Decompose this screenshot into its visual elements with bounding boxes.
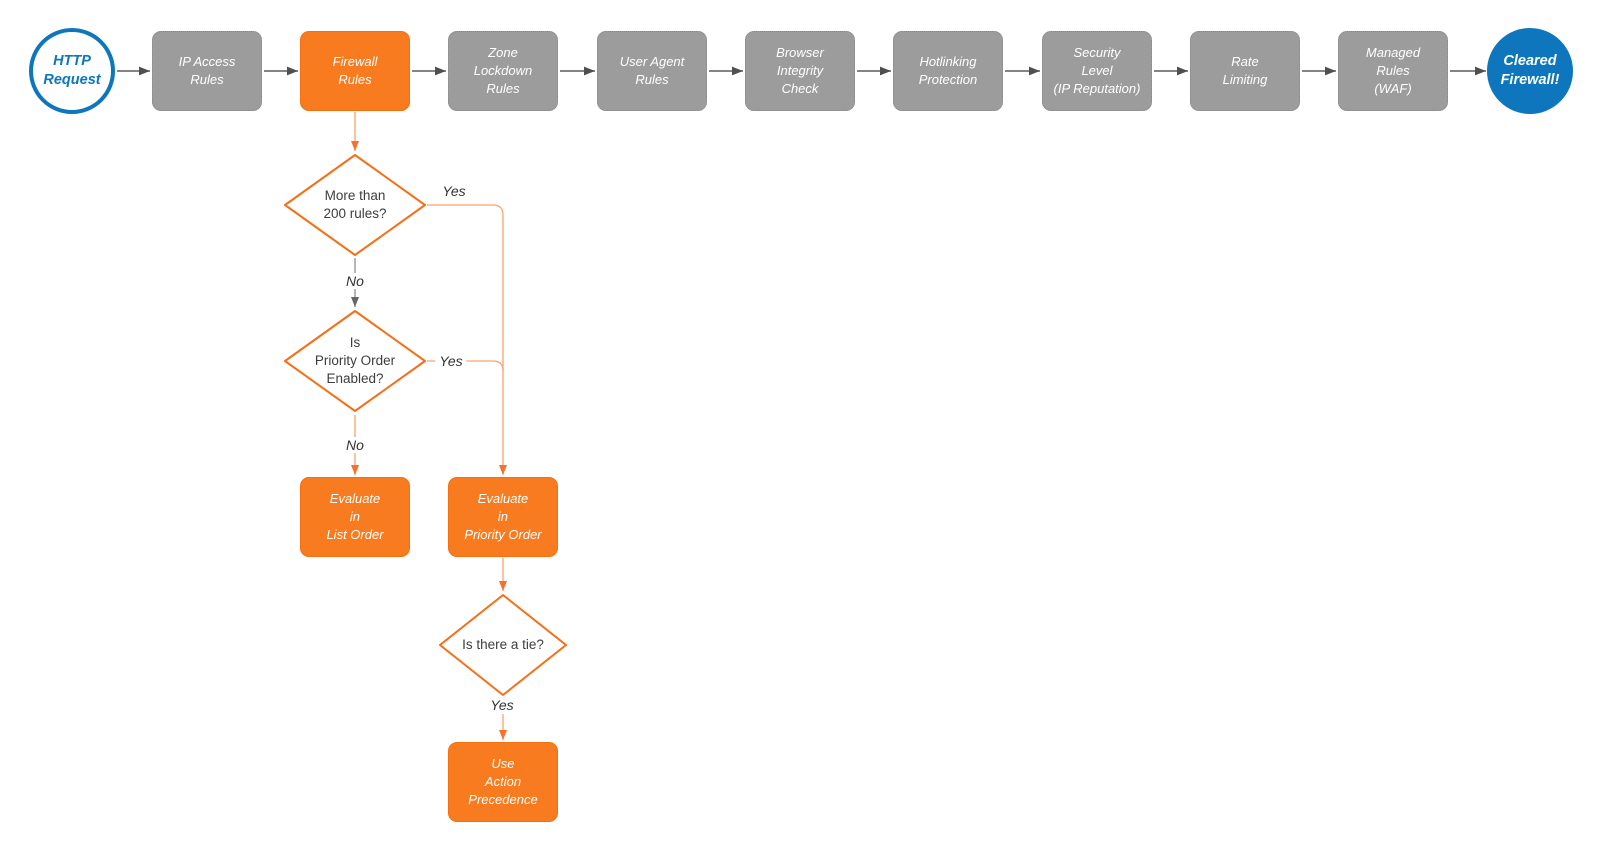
node-http-request-label: HTTP Request bbox=[43, 53, 101, 88]
decision-question: Is there a tie? bbox=[462, 636, 544, 652]
stage-label: Browser Integrity Check bbox=[776, 44, 824, 97]
stage-firewall-rules: Firewall Rules bbox=[300, 31, 410, 111]
node-cleared-firewall-label: Cleared Firewall! bbox=[1500, 53, 1560, 88]
node-cleared-firewall: Cleared Firewall! bbox=[1487, 28, 1573, 114]
stage-label: Rate Limiting bbox=[1222, 53, 1268, 87]
stage-label: Zone Lockdown Rules bbox=[473, 44, 533, 97]
diamond-shape bbox=[439, 594, 567, 696]
outcome-label: Use Action Precedence bbox=[468, 755, 538, 808]
outcome-label: Evaluate in Priority Order bbox=[464, 490, 542, 543]
stage-zone-lockdown-rules: Zone Lockdown Rules bbox=[448, 31, 558, 111]
stage-browser-integrity-check: Browser Integrity Check bbox=[745, 31, 855, 111]
edge-label-no: No bbox=[342, 273, 368, 289]
stage-rate-limiting: Rate Limiting bbox=[1190, 31, 1300, 111]
edge-label-yes: Yes bbox=[486, 697, 518, 713]
node-http-request: HTTP Request bbox=[29, 28, 115, 114]
diamond-shape bbox=[284, 154, 426, 256]
node-use-action-precedence: Use Action Precedence bbox=[448, 742, 558, 822]
stage-hotlinking-protection: Hotlinking Protection bbox=[893, 31, 1003, 111]
stage-label: User Agent Rules bbox=[619, 53, 685, 87]
decision-question: More than 200 rules? bbox=[323, 187, 387, 221]
stage-label: Firewall Rules bbox=[332, 53, 378, 87]
decision-more-than-200-rules: More than 200 rules? bbox=[283, 153, 427, 257]
edge-label-yes: Yes bbox=[435, 353, 467, 369]
stage-label: IP Access Rules bbox=[178, 53, 236, 87]
node-evaluate-priority-order: Evaluate in Priority Order bbox=[448, 477, 558, 557]
decision-priority-order-enabled: Is Priority Order Enabled? bbox=[283, 309, 427, 413]
outcome-label: Evaluate in List Order bbox=[326, 490, 384, 543]
decision-question: Is Priority Order Enabled? bbox=[314, 334, 396, 387]
stage-ip-access-rules: IP Access Rules bbox=[152, 31, 262, 111]
diamond-shape bbox=[284, 310, 426, 412]
stage-security-level: Security Level (IP Reputation) bbox=[1042, 31, 1152, 111]
stage-managed-rules-waf: Managed Rules (WAF) bbox=[1338, 31, 1448, 111]
stage-user-agent-rules: User Agent Rules bbox=[597, 31, 707, 111]
stage-label: Security Level (IP Reputation) bbox=[1053, 44, 1141, 97]
edge-label-no: No bbox=[342, 437, 368, 453]
stage-label: Managed Rules (WAF) bbox=[1365, 44, 1421, 97]
edge-label-yes: Yes bbox=[442, 183, 466, 199]
stage-label: Hotlinking Protection bbox=[918, 53, 978, 87]
decision-is-there-a-tie: Is there a tie? bbox=[438, 593, 568, 697]
node-evaluate-list-order: Evaluate in List Order bbox=[300, 477, 410, 557]
